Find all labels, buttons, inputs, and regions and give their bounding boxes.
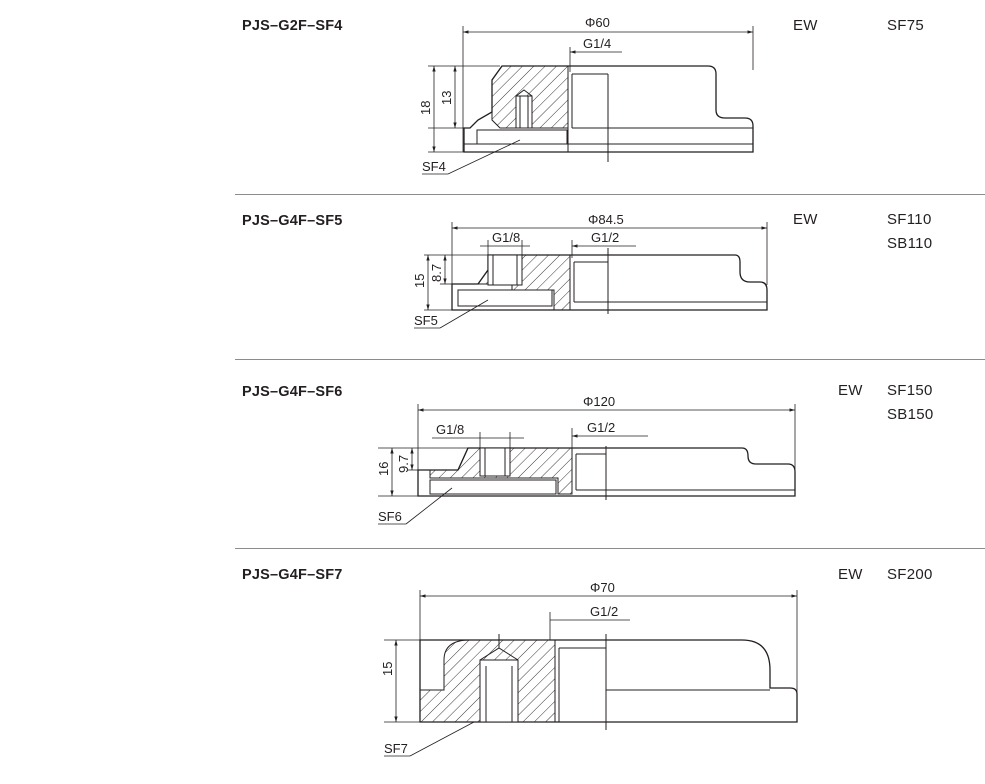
height-inner-label: 9.7: [396, 455, 411, 473]
port-label: G1/2: [591, 230, 619, 245]
model-number: PJS–G4F–SF7: [242, 567, 343, 583]
product-row-4: PJS–G4F–SF7 EW SF200: [0, 549, 985, 784]
pad-label: SF6: [378, 509, 402, 524]
product-row-1: PJS–G2F–SF4 EW SF75: [0, 0, 985, 195]
port-label: G1/2: [590, 604, 618, 619]
size-code: SF150: [887, 382, 933, 399]
type-code: EW: [838, 566, 863, 583]
port-label: G1/2: [587, 420, 615, 435]
height-total-label: 18: [418, 101, 433, 115]
pad-label: SF5: [414, 313, 438, 328]
drawing-sf5: Φ84.5 G1/8 G1/2 15 8.7 SF5: [412, 212, 768, 329]
height-total-label: 15: [412, 274, 427, 288]
port-small-label: G1/8: [492, 230, 520, 245]
product-row-3: PJS–G4F–SF6 EW SF150 SB150: [0, 360, 985, 548]
diameter-label: Φ60: [585, 15, 610, 30]
type-code: EW: [793, 211, 818, 228]
type-code: EW: [793, 17, 818, 34]
pad-label: SF4: [422, 159, 446, 174]
port-small-label: G1/8: [436, 422, 464, 437]
diameter-label: Φ120: [583, 394, 615, 409]
drawing-sf7: Φ70 G1/2 15 SF7: [380, 580, 798, 757]
height-inner-label: 13: [439, 91, 454, 105]
size-code: SF200: [887, 566, 933, 583]
diameter-label: Φ70: [590, 580, 615, 595]
pad-label: SF7: [384, 741, 408, 756]
type-code: EW: [838, 382, 863, 399]
size-code: SF110: [887, 211, 932, 228]
model-number: PJS–G4F–SF6: [242, 384, 343, 400]
size-code-alt: SB150: [887, 406, 934, 423]
drawing-sf6: Φ120 G1/8 G1/2 16 9.7 SF6: [376, 394, 796, 525]
size-code: SF75: [887, 17, 925, 34]
height-total-label: 16: [376, 462, 391, 476]
height-total-label: 15: [380, 662, 395, 676]
height-inner-label: 8.7: [429, 264, 444, 282]
row-divider: [235, 194, 985, 195]
row-divider: [235, 359, 985, 360]
row-divider: [235, 548, 985, 549]
drawing-sf4: Φ60 G1/4 18 13 SF4: [418, 15, 754, 175]
port-label: G1/4: [583, 36, 611, 51]
size-code-alt: SB110: [887, 235, 933, 252]
model-number: PJS–G2F–SF4: [242, 18, 343, 34]
diameter-label: Φ84.5: [588, 212, 624, 227]
model-number: PJS–G4F–SF5: [242, 213, 343, 229]
product-row-2: PJS–G4F–SF5 EW SF110 SB110: [0, 195, 985, 360]
